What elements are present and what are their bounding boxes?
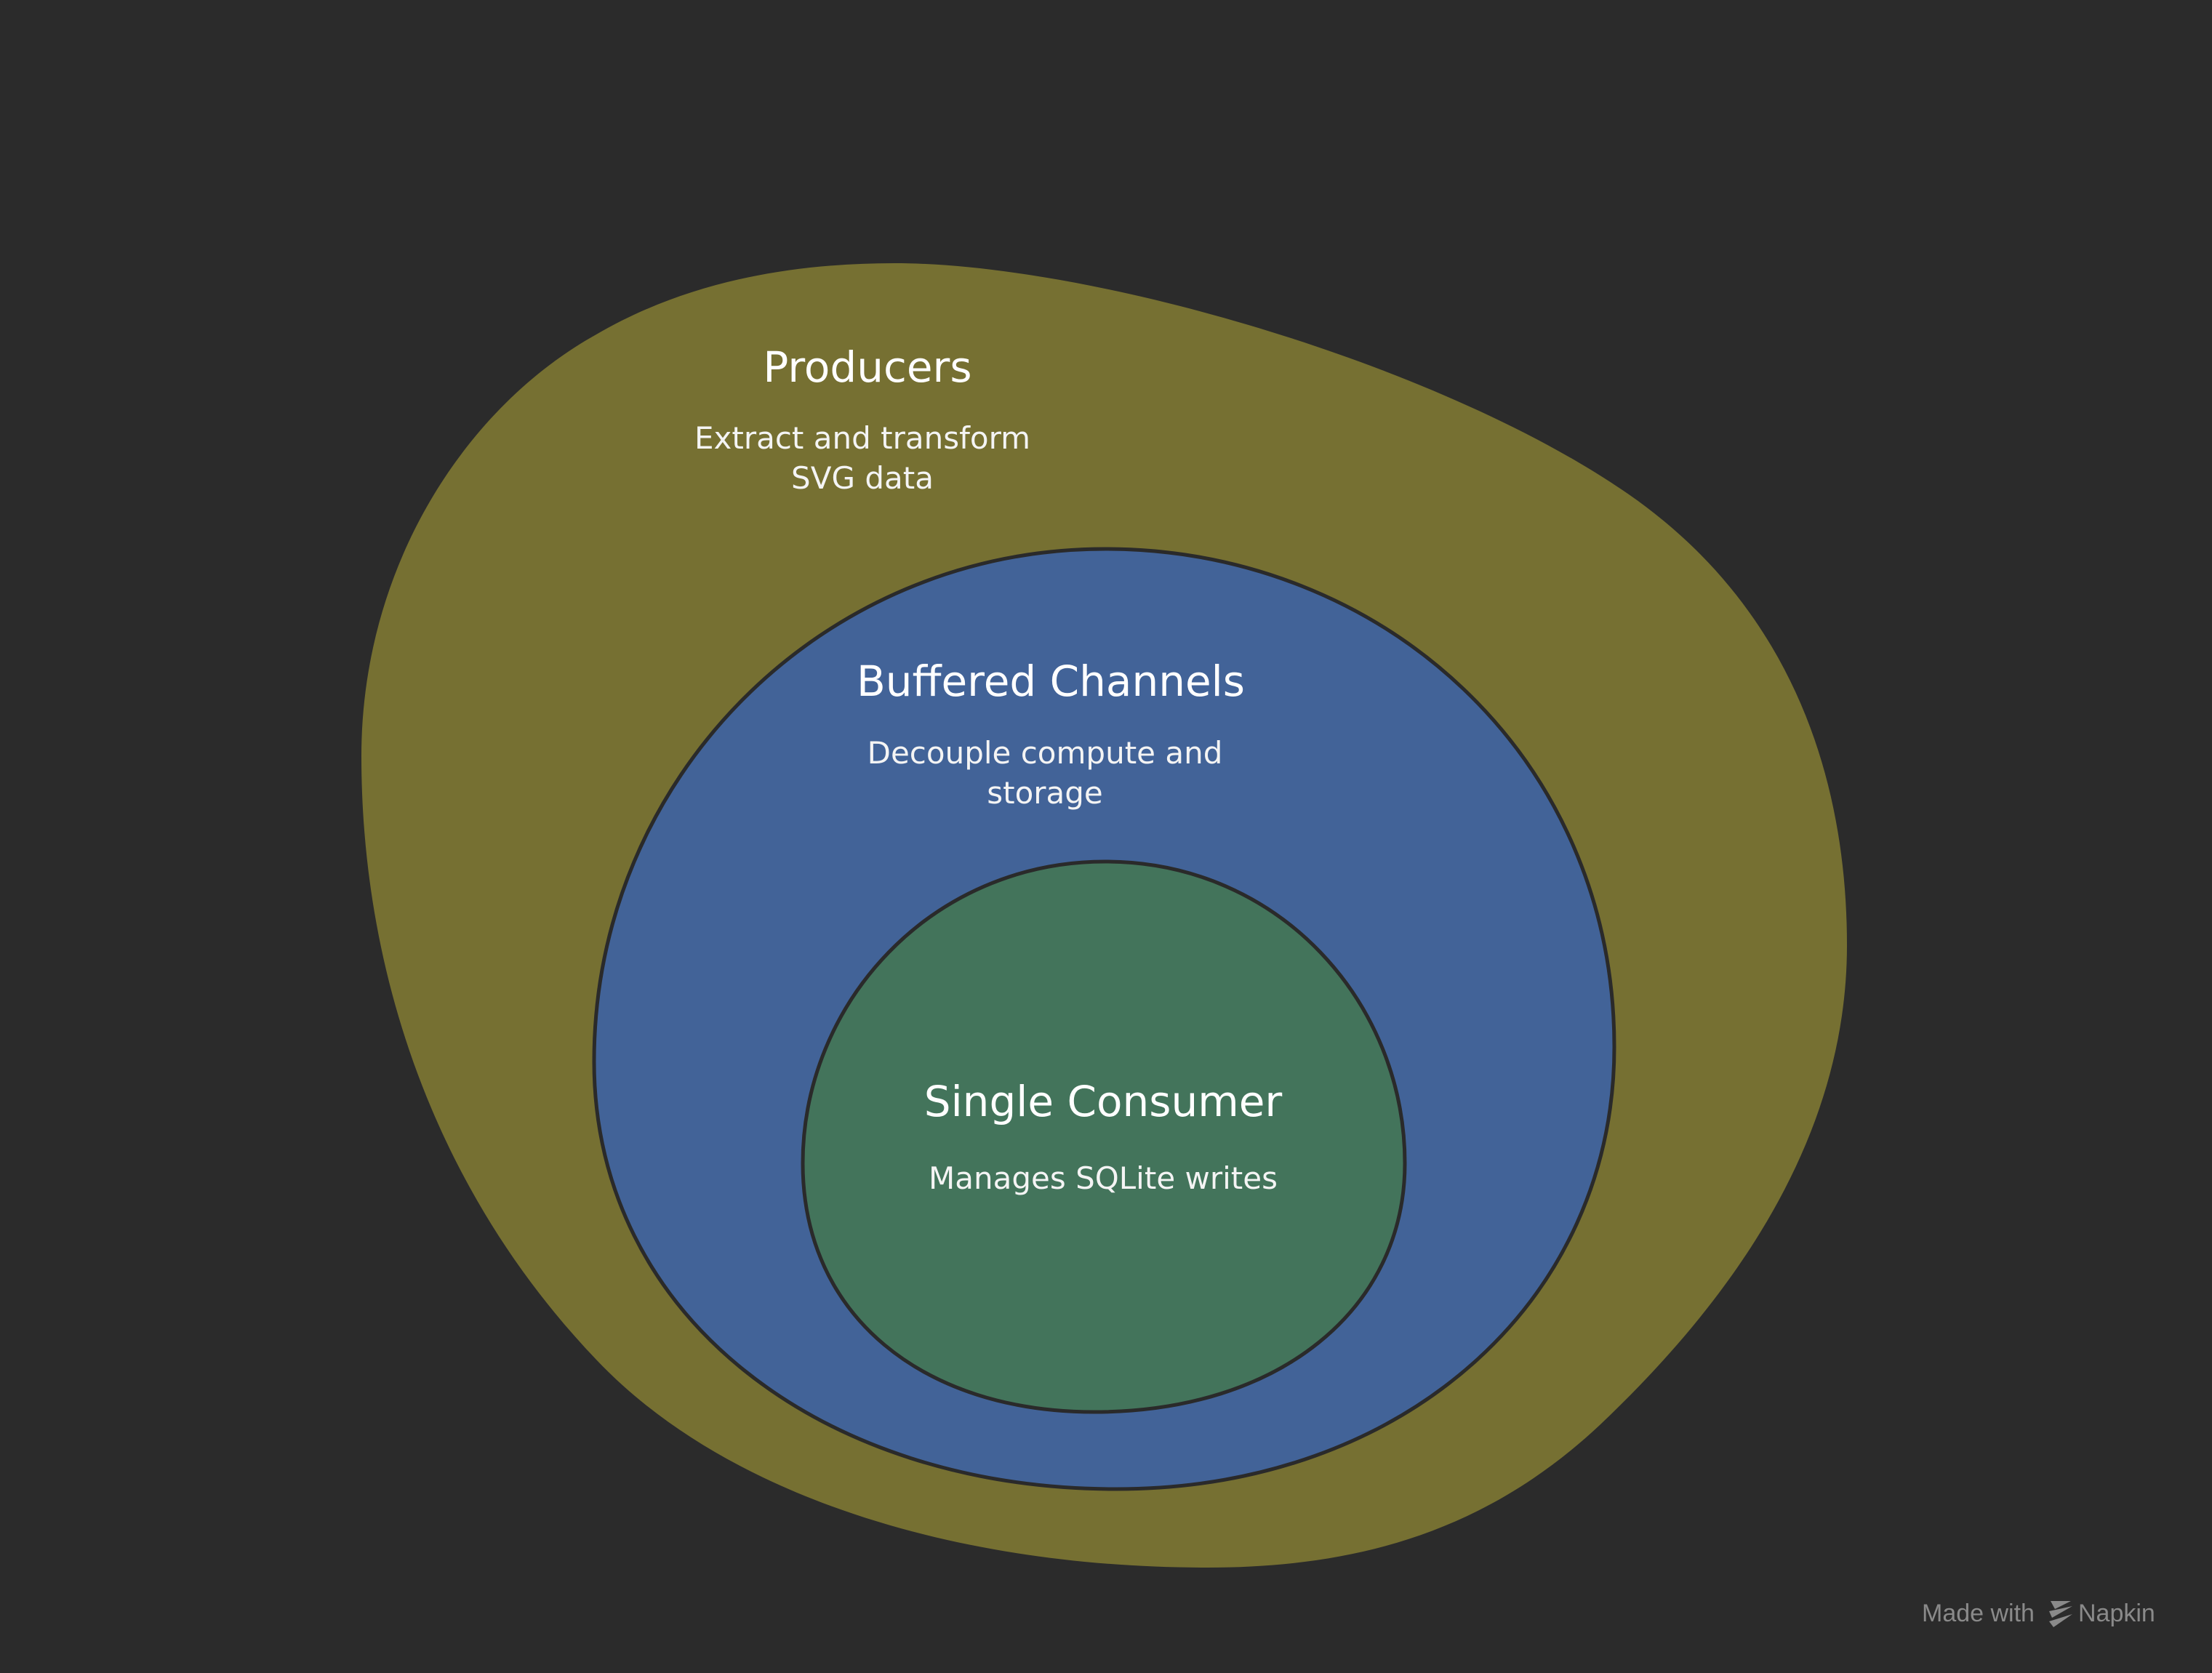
buffered-channels-description-line-2: storage [987,775,1103,811]
producers-title: Producers [763,342,971,392]
single-consumer-circle [801,859,1407,1414]
buffered-channels-title: Buffered Channels [857,657,1245,706]
single-consumer-layer: Single Consumer Manages SQLite writes [801,859,1407,1414]
single-consumer-description: Manages SQLite writes [929,1160,1278,1196]
single-consumer-title: Single Consumer [924,1077,1283,1126]
made-with-label: Made with [1922,1600,2035,1627]
made-with-napkin-watermark: Made with Napkin [1922,1600,2155,1627]
producers-description-line-2: SVG data [791,460,934,496]
napkin-brand-label: Napkin [2078,1600,2155,1627]
buffered-channels-description-line-1: Decouple compute and [867,735,1223,771]
producers-description-line-1: Extract and transform [694,420,1030,456]
napkin-logo-icon [2049,1601,2072,1627]
